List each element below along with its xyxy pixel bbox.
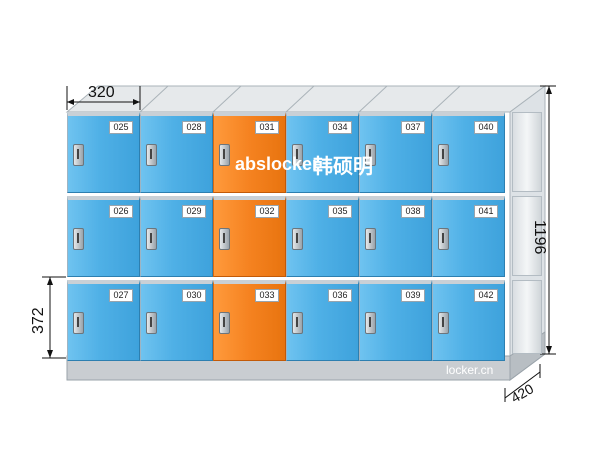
locker-number-label: 030	[182, 289, 206, 302]
lock-icon	[292, 144, 303, 166]
lock-icon	[365, 144, 376, 166]
lock-icon	[219, 144, 230, 166]
locker-door: 040	[432, 112, 505, 193]
website-label: locker.cn	[446, 363, 494, 377]
locker-door: 039	[359, 280, 432, 361]
lock-icon	[73, 144, 84, 166]
lock-icon	[146, 312, 157, 334]
row-height-dimension-label: 372	[30, 307, 47, 334]
locker-number-label: 026	[109, 205, 133, 218]
locker-door: 033	[213, 280, 286, 361]
lock-icon	[146, 228, 157, 250]
locker-number-label: 035	[328, 205, 352, 218]
locker-number-label: 037	[401, 121, 425, 134]
locker-number-label: 036	[328, 289, 352, 302]
lock-icon	[219, 312, 230, 334]
locker-door: 037	[359, 112, 432, 193]
locker-number-label: 025	[109, 121, 133, 134]
locker-door: 027	[67, 280, 140, 361]
lock-icon	[365, 228, 376, 250]
side-panel-bottom	[512, 280, 542, 354]
height-dimension-label: 1196	[531, 220, 548, 255]
locker-door: 036	[286, 280, 359, 361]
lock-icon	[292, 228, 303, 250]
locker-number-label: 031	[255, 121, 279, 134]
locker-number-label: 040	[474, 121, 498, 134]
locker-number-label: 039	[401, 289, 425, 302]
locker-number-label: 033	[255, 289, 279, 302]
locker-number-label: 032	[255, 205, 279, 218]
locker-door: 038	[359, 196, 432, 277]
locker-door: 029	[140, 196, 213, 277]
locker-number-label: 029	[182, 205, 206, 218]
lock-icon	[292, 312, 303, 334]
lock-icon	[365, 312, 376, 334]
lock-icon	[219, 228, 230, 250]
brand-chinese-name: 韩硕明	[313, 156, 373, 178]
locker-door: 031	[213, 112, 286, 193]
lock-icon	[438, 312, 449, 334]
brand-logo: abslocker	[235, 154, 320, 174]
locker-door: 028	[140, 112, 213, 193]
locker-number-label: 034	[328, 121, 352, 134]
lock-icon	[438, 144, 449, 166]
locker-door: 025	[67, 112, 140, 193]
locker-number-label: 028	[182, 121, 206, 134]
locker-door: 026	[67, 196, 140, 277]
locker-number-label: 041	[474, 205, 498, 218]
locker-door: 032	[213, 196, 286, 277]
locker-number-label: 038	[401, 205, 425, 218]
side-panel-middle	[512, 196, 542, 276]
lock-icon	[146, 144, 157, 166]
locker-door: 030	[140, 280, 213, 361]
locker-number-label: 027	[109, 289, 133, 302]
locker-door: 035	[286, 196, 359, 277]
lock-icon	[73, 228, 84, 250]
width-dimension-label: 320	[88, 84, 115, 101]
side-panel-top	[512, 112, 542, 192]
locker-door: 042	[432, 280, 505, 361]
lock-icon	[73, 312, 84, 334]
locker-door: 034	[286, 112, 359, 193]
locker-number-label: 042	[474, 289, 498, 302]
locker-door: 041	[432, 196, 505, 277]
lock-icon	[438, 228, 449, 250]
